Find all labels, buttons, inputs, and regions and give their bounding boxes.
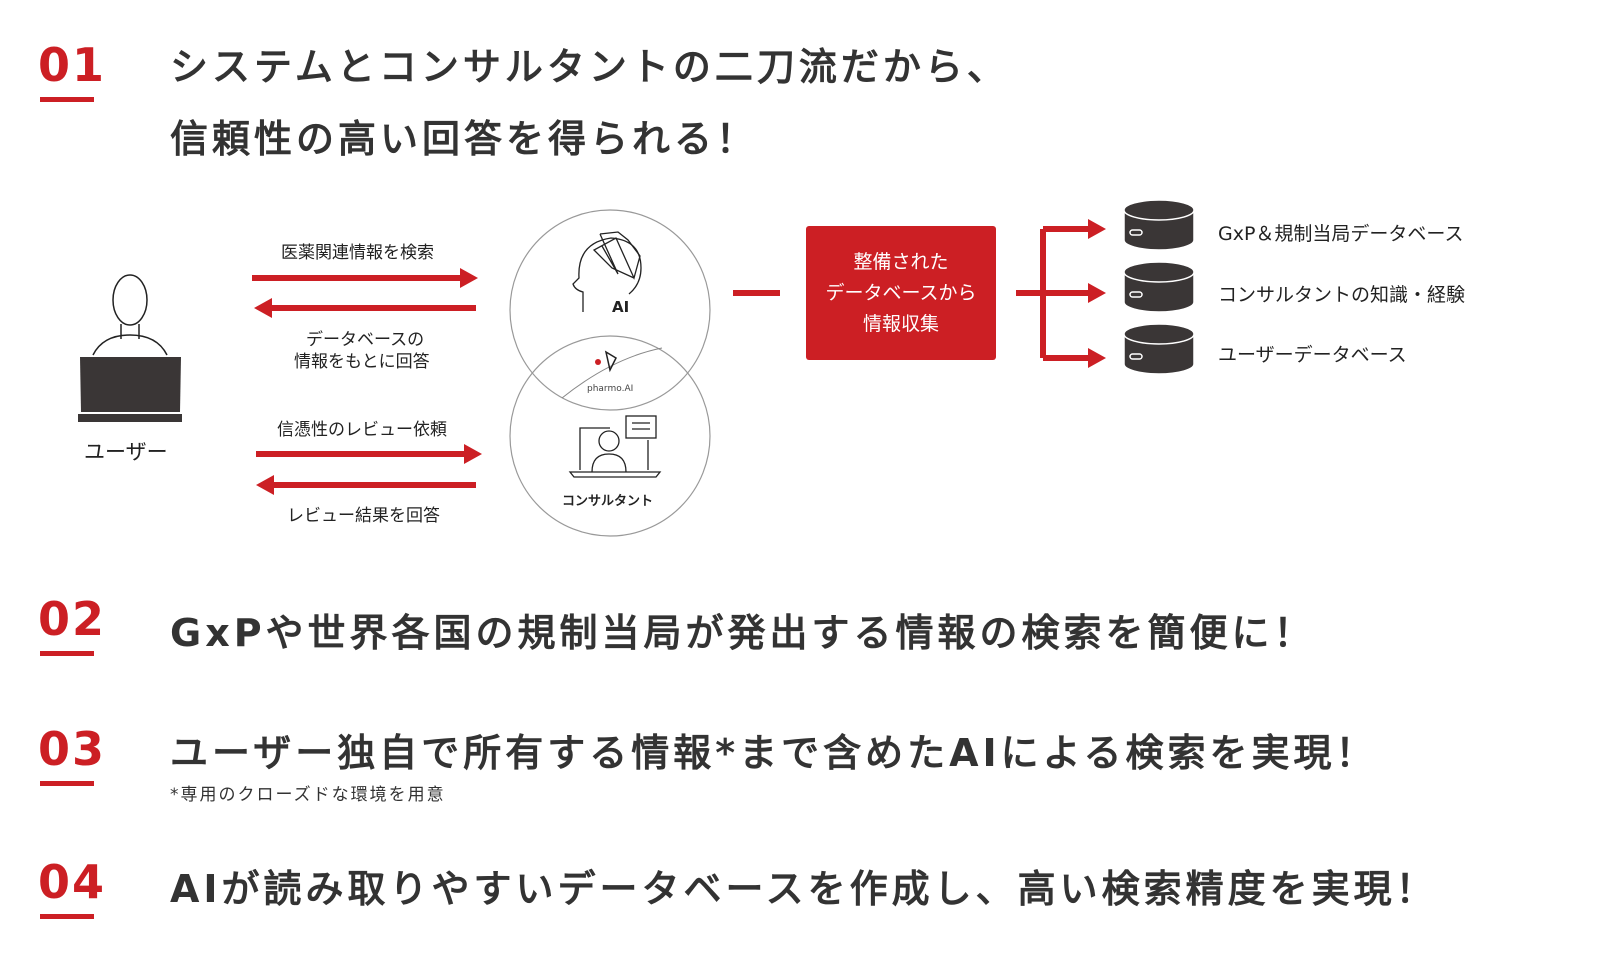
database-icons	[1123, 199, 1195, 375]
consultant-circle	[509, 335, 711, 537]
user-icon	[78, 274, 182, 422]
ai-circle	[509, 209, 711, 411]
diagram-graphics	[78, 199, 1195, 537]
database-label-consultant: コンサルタントの知識・経験	[1218, 284, 1466, 306]
review-request-label: 信憑性のレビュー依頼	[277, 420, 447, 440]
ai-label: AI	[612, 298, 630, 316]
section-number-01: 01	[38, 38, 107, 102]
section-number-03: 03	[38, 722, 107, 786]
section-02-heading: GxPや世界各国の規制当局が発出する情報の検索を簡便に！	[170, 611, 1316, 655]
section-number-04: 04	[38, 855, 107, 919]
answer-arrow-label-line2: 情報をもとに回答	[294, 352, 430, 372]
box-line: データベースから	[825, 281, 977, 304]
section-01-heading-line1: システムとコンサルタントの二刀流だから、	[170, 45, 1009, 89]
pharmo-logo-icon	[595, 350, 617, 373]
box-line: 情報収集	[862, 312, 939, 335]
database-label-gxp: GxP＆規制当局データベース	[1218, 223, 1464, 245]
section-03-heading: ユーザー独自で所有する情報*まで含めたAIによる検索を実現！	[170, 731, 1378, 775]
review-answer-label: レビュー結果を回答	[287, 506, 440, 526]
pharmo-logo-text: pharmo.AI	[587, 384, 634, 394]
section-01-heading-line2: 信頼性の高い回答を得られる！	[170, 117, 759, 161]
database-label-user: ユーザーデータベース	[1218, 344, 1407, 366]
section-03-note: *専用のクローズドな環境を用意	[170, 785, 446, 805]
answer-arrow-label-line1: データベースの	[306, 330, 425, 350]
section-04-heading: AIが読み取りやすいデータベースを作成し、高い検索精度を実現！	[170, 867, 1438, 911]
consultant-icon	[568, 415, 662, 478]
collection-box: 整備された データベースから 情報収集	[806, 226, 996, 360]
ai-head-icon	[572, 231, 642, 312]
section-number-02: 02	[38, 592, 107, 656]
search-arrow-label: 医薬関連情報を検索	[281, 243, 434, 263]
arrows	[252, 219, 1106, 495]
consultant-label: コンサルタント	[562, 494, 654, 509]
box-line: 整備された	[853, 250, 949, 273]
user-label: ユーザー	[84, 440, 168, 464]
